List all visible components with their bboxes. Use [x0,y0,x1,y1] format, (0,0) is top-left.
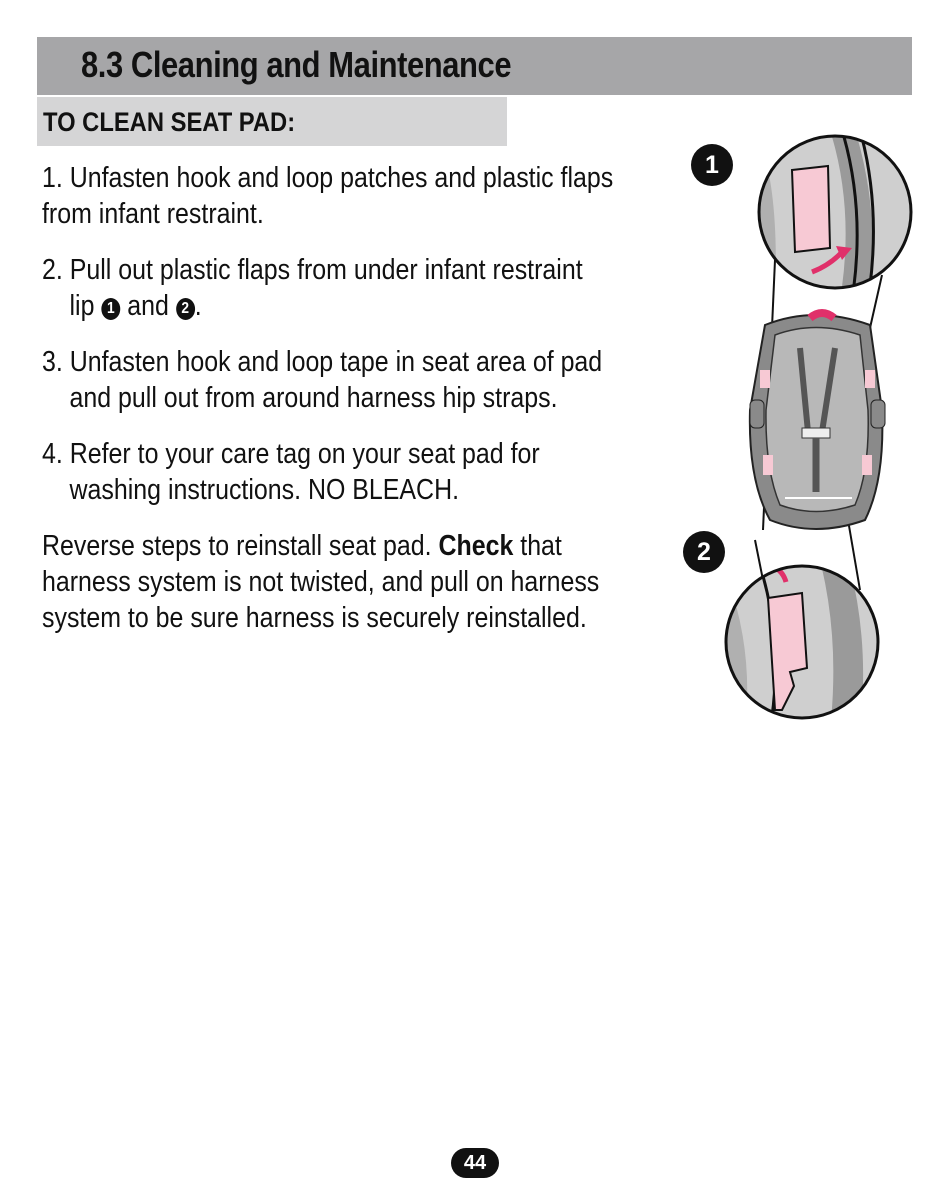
step-1: 1. Unfasten hook and loop patches and pl… [42,160,682,232]
closing-check-bold: Check [438,530,514,562]
section-title: 8.3 Cleaning and Maintenance [81,44,512,85]
step-3: 3. Unfasten hook and loop tape in seat a… [42,344,682,416]
callout-1: 1 [691,144,733,186]
step-4-line-2: washing instructions. NO BLEACH. [69,474,460,506]
step-4: 4. Refer to your care tag on your seat p… [42,436,682,508]
closing-line-3: system to be sure harness is securely re… [42,602,587,634]
car-seat-illustration: 1 2 [683,134,913,720]
callout-ref-2: 2 [175,298,195,320]
callout-1-number: 1 [705,151,719,179]
closing-text-a: Reverse steps to reinstall seat pad. [42,530,439,562]
callout-ref-1: 1 [101,298,121,320]
car-seat-shell [748,309,886,530]
closing-line-1: Reverse steps to reinstall seat pad. Che… [42,528,592,564]
subsection-header-bar: TO CLEAN SEAT PAD: [37,97,507,146]
callout-2-number: 2 [697,538,711,566]
plastic-flap-2 [766,591,809,711]
subsection-title: TO CLEAN SEAT PAD: [43,107,296,137]
step-2-text-c: . [194,290,202,322]
zoom-detail-1 [757,134,913,290]
step-2-line-1: 2. Pull out plastic flaps from under inf… [42,254,583,286]
zoom-detail-2 [724,564,880,720]
step-2-text-b: and [120,290,176,322]
closing-paragraph: Reverse steps to reinstall seat pad. Che… [42,528,682,636]
step-3-line-2: and pull out from around harness hip str… [69,382,558,414]
step-4-line-1: 4. Refer to your care tag on your seat p… [42,438,540,470]
instructions: 1. Unfasten hook and loop patches and pl… [42,160,682,656]
callout-2: 2 [683,531,725,573]
step-2-text-a: lip [69,290,102,322]
closing-line-2: harness system is not twisted, and pull … [42,566,600,598]
step-2: 2. Pull out plastic flaps from under inf… [42,252,682,324]
step-2-line-2: lip 1 and 2. [42,288,592,324]
closing-text-b: that [513,530,562,562]
step-1-line-1: 1. Unfasten hook and loop patches and pl… [42,162,614,194]
step-1-line-2: from infant restraint. [42,198,264,230]
step-3-line-1: 3. Unfasten hook and loop tape in seat a… [42,346,603,378]
page-number: 44 [451,1148,499,1178]
plastic-flap-1 [790,164,832,254]
section-header-bar: 8.3 Cleaning and Maintenance [37,37,912,95]
